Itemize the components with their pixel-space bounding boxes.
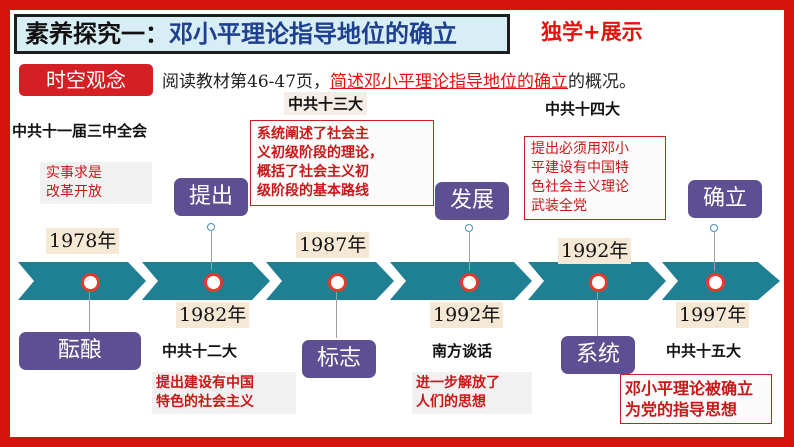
year-1978: 1978年 bbox=[46, 228, 120, 254]
desc-1982: 提出建设有中国 特色的社会主义 bbox=[152, 372, 296, 414]
instruction-text-after: 的概况。 bbox=[568, 72, 637, 92]
node-1992 bbox=[589, 273, 608, 292]
meeting-1992: 中共十四大 bbox=[545, 100, 621, 118]
meeting-1997: 中共十五大 bbox=[666, 342, 742, 360]
year-1987: 1987年 bbox=[296, 232, 370, 258]
node-1982 bbox=[204, 273, 223, 292]
title-main: 邓小平理论指导地位的确立 bbox=[169, 20, 457, 48]
year-1992-south: 1992年 bbox=[430, 302, 504, 328]
node-1992-south bbox=[460, 273, 479, 292]
year-1997: 1997年 bbox=[676, 302, 750, 328]
title-prefix: 素养探究一： bbox=[25, 20, 169, 48]
node-1997 bbox=[706, 273, 725, 292]
meeting-1982: 中共十二大 bbox=[162, 342, 238, 360]
timeline-band bbox=[18, 262, 780, 300]
desc-1992-south: 进一步解放了 人们的思想 bbox=[412, 372, 532, 414]
instruction-text-before: 阅读教材第46-47页， bbox=[162, 72, 331, 92]
node-1987 bbox=[328, 273, 347, 292]
connector-1997 bbox=[714, 231, 715, 271]
year-1992: 1992年 bbox=[558, 238, 632, 264]
learning-mode-label: 独学+展示 bbox=[541, 20, 643, 44]
keyword-发展: 发展 bbox=[435, 182, 509, 220]
section-tag: 时空观念 bbox=[19, 64, 153, 96]
keyword-系统: 系统 bbox=[561, 336, 635, 374]
desc-1987: 系统阐述了社会主 义初级阶段的理论， 概括了社会主义初 级阶段的基本路线 bbox=[250, 120, 434, 206]
year-1982: 1982年 bbox=[176, 302, 250, 328]
keyword-提出: 提出 bbox=[174, 178, 248, 216]
connector-1992-south bbox=[469, 231, 470, 271]
connector-1992 bbox=[597, 292, 598, 336]
keyword-标志: 标志 bbox=[302, 340, 376, 378]
connector-1978 bbox=[89, 292, 90, 332]
instruction-highlight: 简述邓小平理论指导地位的确立 bbox=[330, 72, 569, 92]
desc-1997: 邓小平理论被确立 为党的指导思想 bbox=[620, 374, 772, 424]
meeting-1987: 中共十三大 bbox=[284, 92, 368, 115]
node-1978 bbox=[81, 273, 100, 292]
connector-1987 bbox=[336, 292, 337, 338]
meeting-south-tour: 南方谈话 bbox=[432, 342, 493, 360]
keyword-酝酿: 酝酿 bbox=[19, 332, 141, 370]
desc-1978: 实事求是 改革开放 bbox=[40, 162, 152, 204]
keyword-确立: 确立 bbox=[688, 180, 762, 218]
connector-1982 bbox=[211, 230, 212, 270]
meeting-1978: 中共十一届三中全会 bbox=[12, 122, 148, 140]
desc-1992: 提出必须用邓小 平建设有中国特 色社会主义理论 武装全党 bbox=[524, 136, 666, 220]
instruction-text: 阅读教材第46-47页，简述邓小平理论指导地位的确立的概况。 bbox=[162, 67, 636, 92]
page-title: 素养探究一：邓小平理论指导地位的确立 bbox=[14, 14, 510, 54]
